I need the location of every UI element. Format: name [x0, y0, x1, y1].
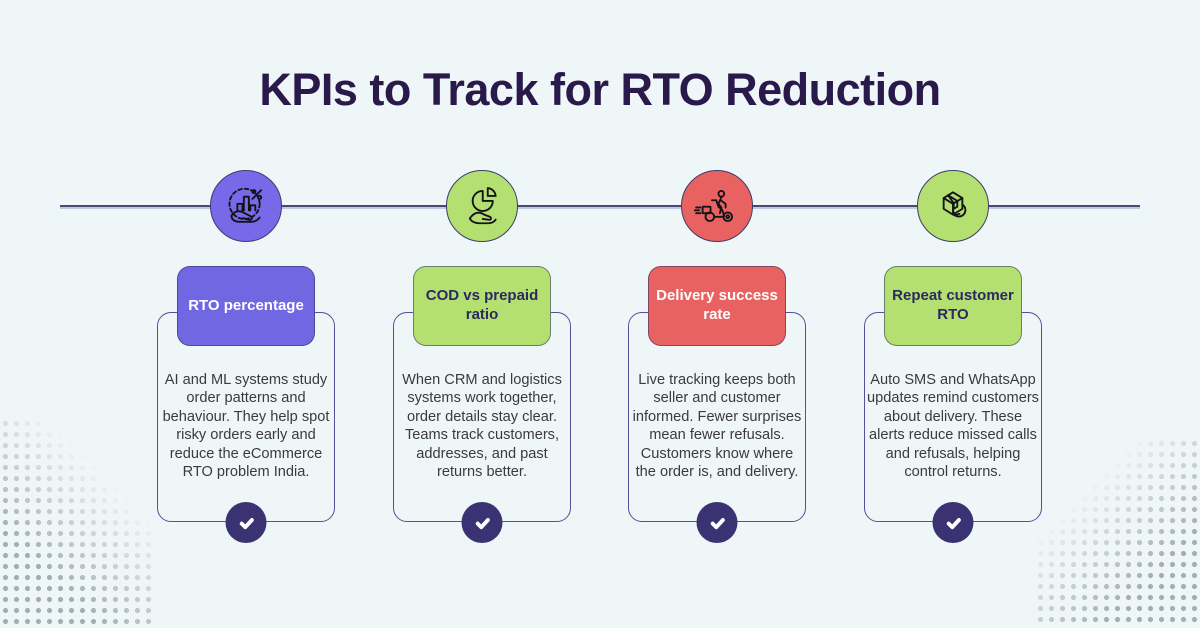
- kpi-description: Live tracking keeps both seller and cust…: [632, 372, 802, 480]
- package-return-icon: [917, 170, 989, 242]
- kpi-description: AI and ML systems study order patterns a…: [162, 372, 330, 480]
- check-icon: [239, 517, 254, 529]
- kpi-title-pill: Repeat customer RTO: [884, 266, 1022, 346]
- timeline-line: [60, 205, 1140, 207]
- check-badge: [932, 502, 974, 543]
- kpi-title-label: Delivery success rate: [656, 287, 778, 323]
- delivery-scooter-icon: [681, 170, 753, 242]
- check-badge: [696, 502, 738, 543]
- check-icon: [710, 517, 725, 529]
- pie-chart-hand-icon: [446, 170, 518, 242]
- kpi-card: Auto SMS and WhatsApp updates remind cus…: [864, 312, 1042, 522]
- hand-bar-chart-percent-icon: [210, 170, 282, 242]
- kpi-description: When CRM and logistics systems work toge…: [402, 372, 562, 480]
- kpi-card: AI and ML systems study order patterns a…: [157, 312, 335, 522]
- check-icon: [475, 517, 490, 529]
- kpi-column-delivery-success: Live tracking keeps both seller and cust…: [628, 170, 806, 570]
- kpi-column-cod-vs-prepaid: When CRM and logistics systems work toge…: [393, 170, 571, 570]
- halftone-dots-bottom-left: [0, 418, 152, 628]
- kpi-title-label: Repeat customer RTO: [892, 287, 1014, 323]
- kpi-description: Auto SMS and WhatsApp updates remind cus…: [867, 372, 1039, 480]
- kpi-title-pill: COD vs prepaid ratio: [413, 266, 551, 346]
- kpi-card: When CRM and logistics systems work toge…: [393, 312, 571, 522]
- check-badge: [461, 502, 503, 543]
- kpi-title-label: RTO percentage: [188, 296, 304, 314]
- kpi-title-label: COD vs prepaid ratio: [425, 287, 539, 323]
- kpi-title-pill: Delivery success rate: [648, 266, 786, 346]
- page-title: KPIs to Track for RTO Reduction: [259, 64, 941, 116]
- kpi-title-pill: RTO percentage: [177, 266, 315, 346]
- check-badge: [225, 502, 267, 543]
- check-icon: [946, 517, 961, 529]
- halftone-dots-bottom-right: [1035, 438, 1200, 628]
- kpi-column-repeat-customer-rto: Auto SMS and WhatsApp updates remind cus…: [864, 170, 1042, 570]
- kpi-column-rto-percentage: AI and ML systems study order patterns a…: [157, 170, 335, 570]
